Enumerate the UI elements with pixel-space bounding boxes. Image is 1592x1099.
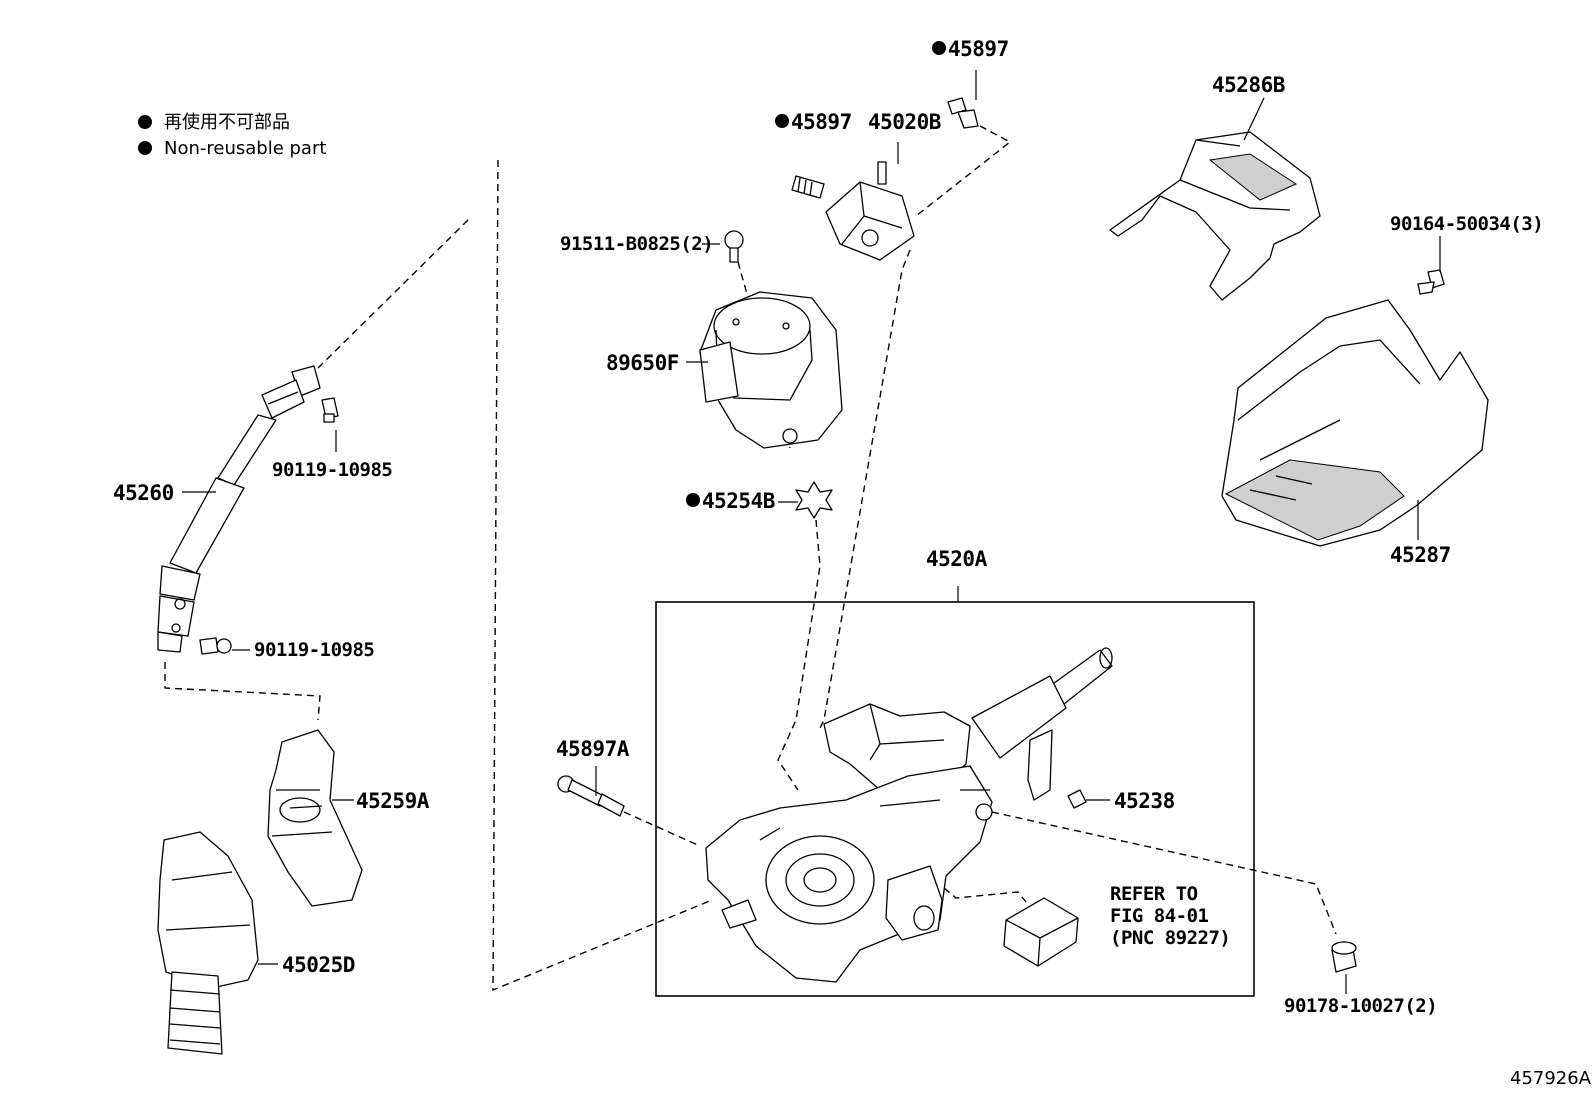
- bolt-90119-upper: [321, 397, 339, 423]
- label-4520A: 4520A: [926, 547, 988, 571]
- refer-line-2: FIG 84-01: [1110, 905, 1209, 927]
- clip-45238: [1067, 789, 1087, 809]
- lock-89650F: [699, 291, 843, 449]
- label-45286B: 45286B: [1212, 73, 1285, 97]
- bolt-45897-top: [947, 97, 979, 129]
- clip-dashed-link: [991, 811, 1337, 935]
- label-90119-lower: 90119-10985: [254, 639, 374, 661]
- label-89650F: 89650F: [606, 351, 679, 375]
- lower-cover-45287: [1221, 299, 1489, 547]
- assembly-box-4520A: [655, 601, 1255, 997]
- leader-lines: [182, 70, 1441, 994]
- bolt-90119-lower: [199, 637, 232, 655]
- figure-id: 457926A: [1510, 1068, 1592, 1089]
- label-45897A: 45897A: [556, 737, 630, 761]
- label-45025D: 45025D: [282, 953, 355, 977]
- shaft-dashed-link: [317, 217, 471, 369]
- legend-english: Non-reusable part: [164, 138, 326, 159]
- non-reusable-dot-icon: [932, 41, 946, 55]
- refer-line-3: (PNC 89227): [1110, 927, 1230, 949]
- non-reusable-dot-icon: [775, 114, 789, 128]
- label-45897-top: 45897: [948, 37, 1009, 61]
- ecu-dashed-link: [943, 887, 1027, 903]
- screw-90164: [1417, 269, 1445, 295]
- label-45260: 45260: [113, 481, 174, 505]
- label-90119-upper: 90119-10985: [272, 459, 392, 481]
- intermediate-shaft-45260: [157, 365, 321, 653]
- cover-45259A: [267, 729, 363, 907]
- bolt-91511: [724, 230, 744, 263]
- washer-45254B: [795, 481, 833, 519]
- assembly-dashed-boundary: [492, 159, 713, 992]
- label-45254B: 45254B: [702, 489, 775, 513]
- legend-dot-icon: [138, 141, 152, 155]
- steering-column-4520A: [705, 647, 1113, 983]
- ecu-module: [1003, 897, 1079, 967]
- label-45020B: 45020B: [868, 110, 941, 134]
- label-91511: 91511-B0825(2): [560, 233, 713, 255]
- bolt-45897A: [557, 775, 625, 817]
- boot-45025D: [157, 831, 259, 1055]
- label-90164: 90164-50034(3): [1390, 213, 1543, 235]
- upper-cover-45286B: [1109, 131, 1321, 301]
- legend-dot-icon: [138, 115, 152, 129]
- washer-dashed-link: [777, 519, 821, 791]
- label-45897-mid: 45897: [791, 110, 852, 134]
- shaft-lower-dashed-link: [164, 662, 321, 721]
- bracket-dashed-link: [819, 249, 911, 729]
- bolt-45897A-dashed-link: [623, 811, 701, 847]
- label-45238: 45238: [1114, 789, 1175, 813]
- cap-90178: [1331, 941, 1357, 973]
- non-reusable-dot-icon: [686, 493, 700, 507]
- label-90178: 90178-10027(2): [1284, 995, 1437, 1017]
- bolt-45897-mid: [791, 175, 825, 199]
- refer-line-1: REFER TO: [1110, 883, 1198, 905]
- bracket-45020B: [825, 161, 915, 261]
- legend: 再使用不可部品 Non-reusable part: [138, 112, 326, 159]
- bolt-dashed-link: [915, 125, 1012, 217]
- label-45287: 45287: [1390, 543, 1451, 567]
- label-45259A: 45259A: [356, 789, 430, 813]
- legend-japanese: 再使用不可部品: [164, 112, 290, 133]
